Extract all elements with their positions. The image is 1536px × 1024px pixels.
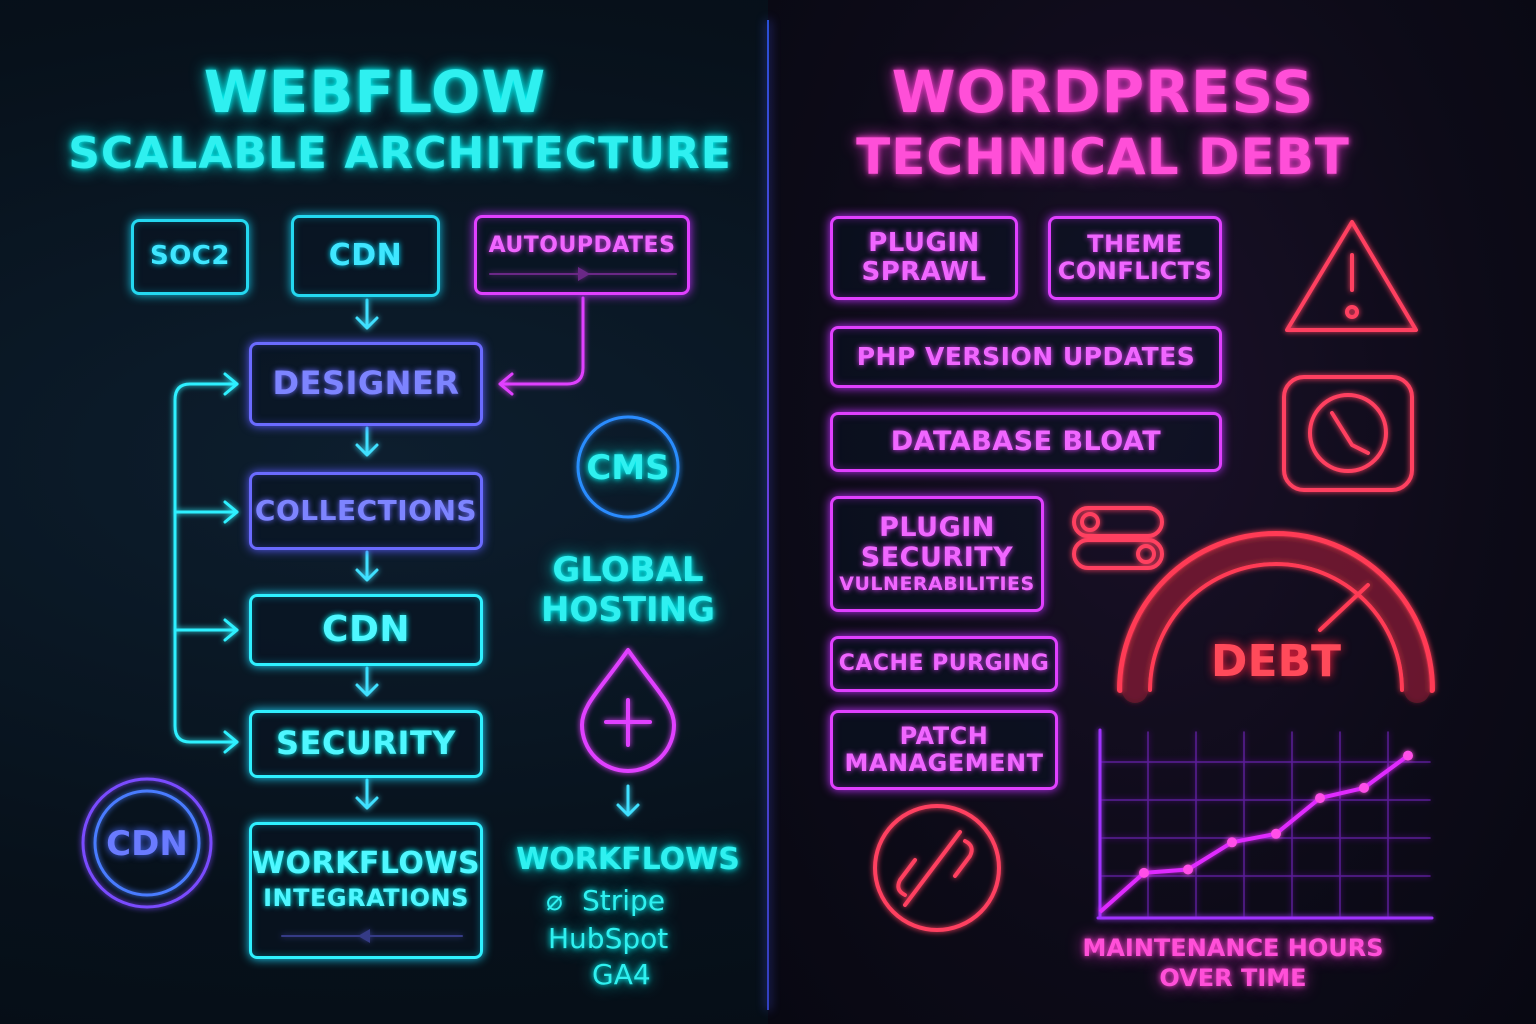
plugin-sprawl-line2: SPRAWL (861, 257, 987, 287)
chart-point (1139, 867, 1149, 878)
integration-stripe: ⌀Stripe (546, 884, 666, 917)
patch-management-line1: PATCH (899, 722, 989, 751)
integration-hubspot: HubSpot (548, 922, 669, 955)
chart-point (1403, 750, 1413, 761)
chart-caption-line1: MAINTENANCE HOURS (1082, 934, 1384, 962)
right-subtitle: TECHNICAL DEBT (856, 128, 1350, 186)
center-divider (767, 20, 769, 1010)
plugin-security-line1: PLUGIN (879, 512, 995, 544)
cms-arrow (616, 784, 640, 817)
plugin-sprawl-item: PLUGIN SPRAWL (830, 216, 1018, 300)
security-node: SECURITY (249, 710, 483, 778)
database-bloat-item: DATABASE BLOAT (830, 412, 1222, 472)
drop-plus-icon (580, 648, 676, 773)
cdn-node: CDN (249, 594, 483, 666)
cms-circle (576, 415, 680, 519)
php-updates-item: PHP VERSION UPDATES (830, 326, 1222, 388)
maintenance-hours-line (1098, 753, 1410, 914)
patch-management-line2: MANAGEMENT (844, 749, 1044, 777)
cache-purging-item: CACHE PURGING (830, 636, 1058, 692)
workflows-label: WORKFLOWS (251, 846, 481, 881)
flow-arrows (355, 298, 379, 810)
plugin-security-line2: SECURITY (860, 542, 1014, 574)
clock-icon (1282, 375, 1414, 492)
feedback-bracket (173, 372, 239, 754)
theme-conflicts-line1: THEME (1087, 230, 1183, 259)
broken-link-icon (873, 804, 1001, 932)
chart-point (1315, 793, 1325, 804)
left-title: WEBFLOW (203, 58, 547, 126)
theme-conflicts-item: THEME CONFLICTS (1048, 216, 1222, 300)
chart-caption-line2: OVER TIME (1159, 964, 1307, 992)
collections-node: COLLECTIONS (249, 472, 483, 550)
cms-label: CMS (586, 448, 670, 488)
autoupdates-connector (498, 296, 585, 396)
cdn-circle (81, 777, 213, 909)
debt-gauge-label: DEBT (1210, 636, 1342, 687)
chart-point (1271, 828, 1281, 839)
soc2-badge: SOC2 (131, 219, 249, 295)
designer-node: DESIGNER (249, 342, 483, 426)
global-hosting-line1: GLOBAL (552, 550, 704, 590)
warning-icon (1285, 220, 1418, 332)
left-subtitle: SCALABLE ARCHITECTURE (68, 128, 732, 179)
workflows-node: WORKFLOWS INTEGRATIONS (249, 822, 483, 959)
patch-management-item: PATCH MANAGEMENT (830, 710, 1058, 790)
integration-ga4: GA4 (592, 958, 651, 991)
link-icon: ⌀ (546, 884, 563, 917)
cdn-circle-label: CDN (106, 824, 188, 864)
integrations-label: INTEGRATIONS (263, 883, 469, 912)
toggle-icon (1072, 506, 1164, 570)
plugin-security-line3: VULNERABILITIES (839, 572, 1035, 595)
plugin-security-item: PLUGIN SECURITY VULNERABILITIES (830, 496, 1044, 612)
cdn-badge: CDN (291, 215, 440, 297)
chart-point (1227, 837, 1237, 848)
chart-point (1183, 864, 1193, 875)
debt-gauge (1117, 531, 1435, 703)
plugin-sprawl-line1: PLUGIN (868, 227, 980, 258)
right-title: WORDPRESS (891, 58, 1315, 126)
autoupdates-badge: AUTOUPDATES (474, 215, 690, 295)
chart-grid (1099, 731, 1431, 919)
global-hosting-line2: HOSTING (540, 590, 716, 630)
theme-conflicts-line2: CONFLICTS (1057, 257, 1213, 285)
chart-point (1359, 782, 1369, 793)
workflows-list-heading: WORKFLOWS (516, 842, 740, 877)
